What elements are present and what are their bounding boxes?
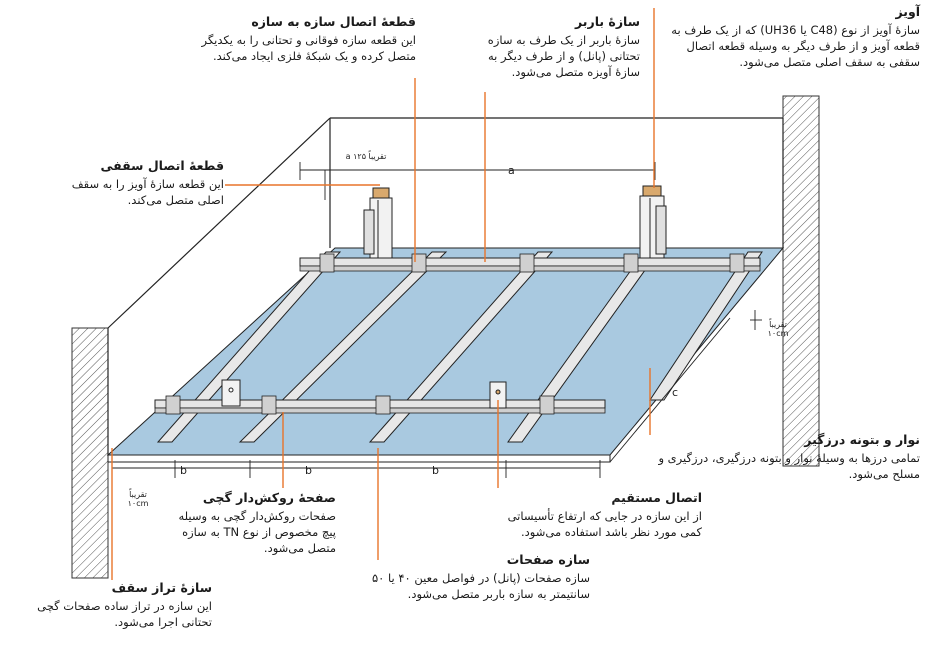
dim-b3: b: [432, 464, 439, 477]
board-edge: [107, 454, 611, 463]
label-carrier-desc: سازهٔ باربر از یک طرف به سازه تحتانی (پا…: [487, 33, 640, 79]
label-ceiling-connector: قطعهٔ اتصال سقفی این قطعه سازهٔ آویز را …: [56, 158, 224, 208]
label-carrier-title: سازهٔ باربر: [575, 14, 640, 29]
label-hanger: آویز سازهٔ آویز از نوع (C48 یا UH36) که …: [660, 4, 920, 70]
dimension-lines: [111, 162, 762, 478]
label-connector-title: قطعهٔ اتصال سازه به سازه: [251, 14, 416, 29]
leader-lines: [111, 8, 655, 580]
label-panel: سازه صفحات سازه صفحات (پانل) در فواصل مع…: [345, 552, 590, 602]
room-outline: [107, 117, 784, 455]
label-tape-desc: تمامی درزها به وسیلهٔ نوار و بتونه درزگی…: [658, 451, 920, 481]
dim-a: a: [508, 164, 515, 177]
label-direct-desc: از این سازه در جایی که ارتفاع تأسیساتی ک…: [507, 509, 702, 539]
direct-hanger-left: [221, 379, 241, 407]
panel-channel: [649, 251, 763, 401]
dim-approx-left: تقریباً ۱۰cm: [118, 490, 158, 508]
label-tape: نوار و بتونه درزگیر تمامی درزها به وسیله…: [658, 432, 920, 482]
label-connector: قطعهٔ اتصال سازه به سازه این قطعه سازه ف…: [178, 14, 416, 64]
label-direct: اتصال مستقیم از این سازه در جایی که ارتف…: [490, 490, 702, 540]
panel-channel: [368, 251, 554, 443]
panel-channel: [238, 251, 448, 443]
label-tape-title: نوار و بتونه درزگیر: [804, 432, 920, 447]
label-ceiling-connector-title: قطعهٔ اتصال سقفی: [100, 158, 224, 173]
dim-approx-right-unit: ۱۰cm: [767, 329, 789, 338]
label-hanger-title: آویز: [895, 4, 920, 19]
dim-approx-right: تقریباً ۱۰cm: [758, 320, 798, 338]
right-wall-hatch: [782, 95, 820, 467]
dim-approx-top: تقریباً ۱۲۵ a: [345, 152, 387, 161]
label-board-desc: صفحات روکش‌دار گچی به وسیله پیچ مخصوص از…: [178, 509, 336, 555]
label-wall-track: سازهٔ تراز سقف این سازه در تراز ساده صفح…: [6, 580, 212, 630]
clip-connectors: [165, 253, 745, 415]
dim-c: c: [672, 386, 678, 399]
label-board: صفحهٔ روکش‌دار گچی صفحات روکش‌دار گچی به…: [168, 490, 336, 556]
panel-channels: [156, 251, 763, 443]
panel-channel: [156, 251, 342, 443]
label-carrier: سازهٔ باربر سازهٔ باربر از یک طرف به ساز…: [480, 14, 640, 80]
label-panel-title: سازه صفحات: [506, 552, 590, 567]
hanger-left: [363, 187, 393, 259]
dim-approx-left-unit: ۱۰cm: [127, 499, 149, 508]
label-board-title: صفحهٔ روکش‌دار گچی: [202, 490, 336, 505]
label-wall-track-desc: این سازه در تراز ساده صفحات گچی تحتانی ا…: [37, 599, 212, 629]
label-connector-desc: این قطعه سازه فوقانی و تحتانی را به یکدی…: [201, 33, 416, 63]
label-wall-track-title: سازهٔ تراز سقف: [111, 580, 212, 595]
label-hanger-desc: سازهٔ آویز از نوع (C48 یا UH36) که از یک…: [671, 23, 920, 69]
dim-b2: b: [305, 464, 312, 477]
hanger-right: [639, 185, 667, 259]
dim-approx-left-word: تقریباً: [129, 490, 147, 499]
dim-b1: b: [180, 464, 187, 477]
dim-approx-right-word: تقریباً: [769, 320, 787, 329]
label-direct-title: اتصال مستقیم: [611, 490, 702, 505]
left-wall-hatch: [71, 327, 109, 579]
label-ceiling-connector-desc: این قطعه سازهٔ آویز را به سقف اصلی متصل …: [71, 177, 224, 207]
label-panel-desc: سازه صفحات (پانل) در فواصل معین ۴۰ یا ۵۰…: [371, 571, 590, 601]
